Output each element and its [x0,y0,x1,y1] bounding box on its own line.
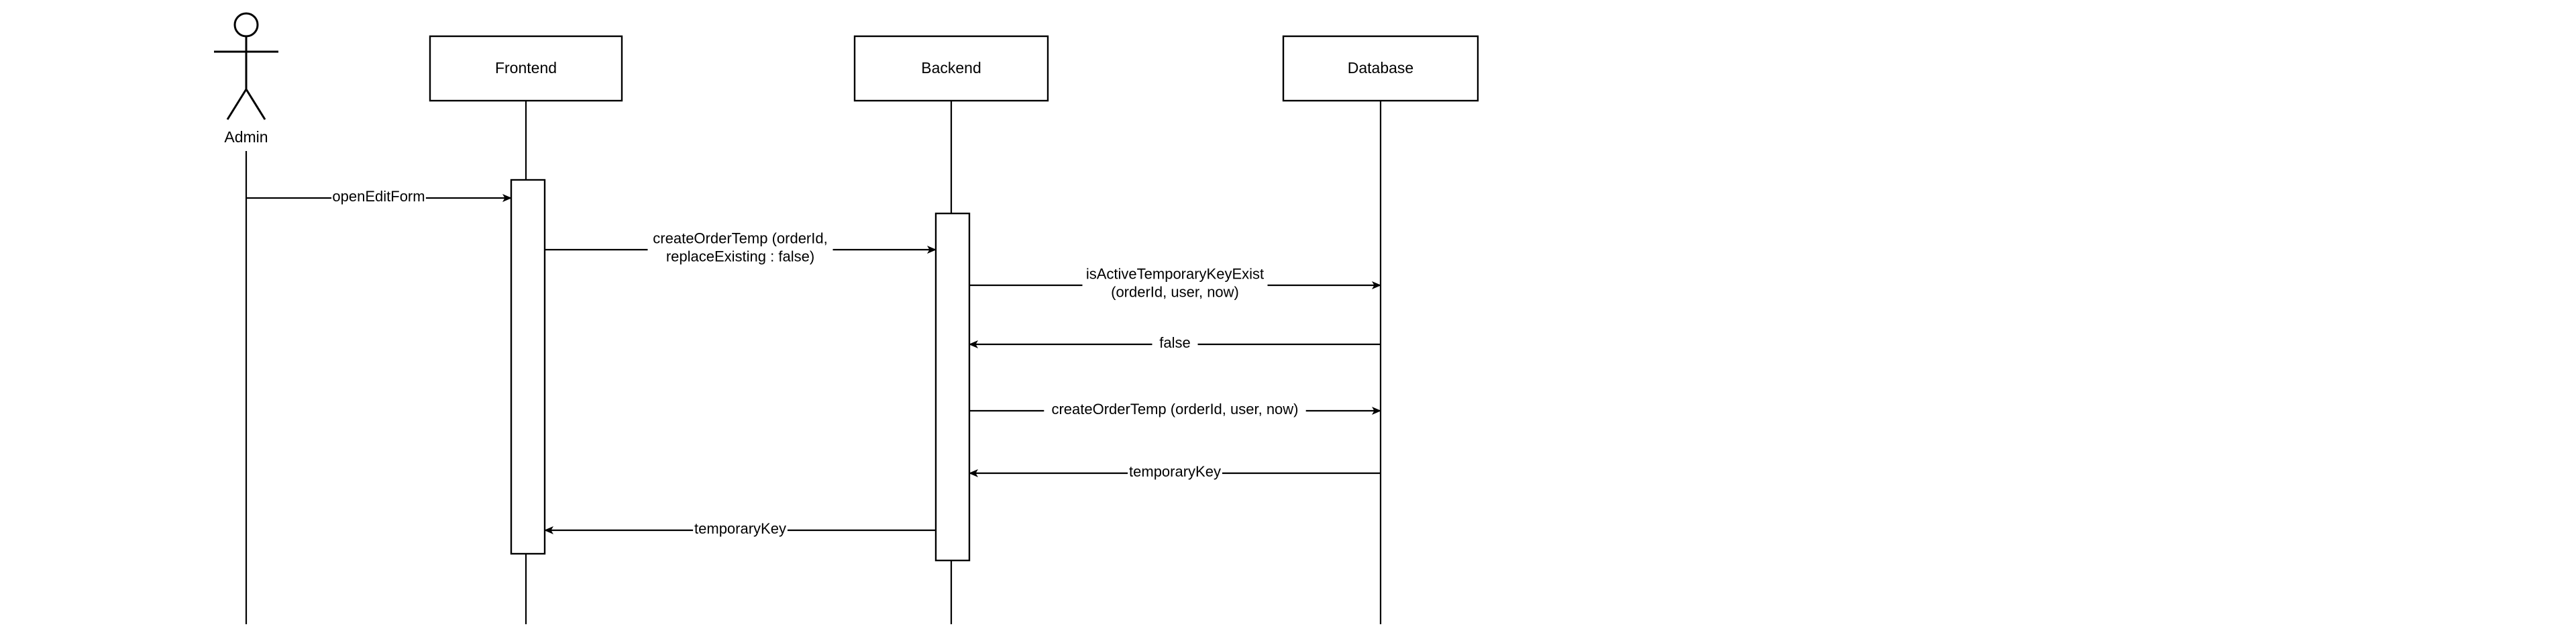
participant-label-database: Database [1348,59,1413,77]
messages-group: openEditForm createOrderTemp (orderId, rep… [246,187,1381,539]
message-label-backdrop [693,520,788,539]
participant-label-backend: Backend [921,59,981,77]
message-3-backend-to-database[interactable]: isActiveTemporaryKeyExist(orderId, user,… [969,264,1381,303]
message-label: (orderId, user, now) [1111,283,1239,300]
message-label-backdrop [1128,462,1222,482]
participant-label-frontend: Frontend [495,59,557,77]
lifelines-group [245,101,1382,624]
participant-boxes-group: Admin Frontend Backend Database [214,12,1479,146]
message-4-database-to-backend[interactable]: false [969,334,1381,353]
message-label-backdrop [1152,334,1198,353]
message-1-admin-to-frontend[interactable]: openEditForm [246,187,512,207]
message-7-backend-to-frontend[interactable]: temporaryKey [544,520,936,539]
actor-admin[interactable] [214,12,278,120]
message-label-backdrop [647,229,833,267]
message-label: createOrderTemp (orderId, [653,230,827,246]
message-label: openEditForm [332,188,425,205]
participant-box-database[interactable] [1282,35,1479,102]
message-label: temporaryKey [694,520,786,537]
message-2-frontend-to-backend[interactable]: createOrderTemp (orderId, replaceExisting… [545,229,936,267]
message-label: temporaryKey [1129,463,1221,480]
activation-bars-group [510,179,971,562]
message-label-backdrop [1082,264,1268,303]
message-label: isActiveTemporaryKeyExist [1086,265,1264,282]
activation-bar-backend [934,212,971,562]
message-5-backend-to-database[interactable]: createOrderTemp (orderId, user, now) [969,400,1381,420]
participant-box-frontend[interactable] [429,35,623,102]
message-6-database-to-backend[interactable]: temporaryKey [969,462,1381,482]
activation-bar-frontend [510,179,546,555]
actor-label-admin: Admin [224,128,268,146]
message-label: false [1159,334,1190,351]
participant-box-backend[interactable] [853,35,1049,102]
message-label: createOrderTemp (orderId, user, now) [1051,401,1298,417]
message-label-backdrop [331,187,426,207]
message-label: replaceExisting : false) [666,248,814,264]
message-label-backdrop [1044,400,1306,420]
